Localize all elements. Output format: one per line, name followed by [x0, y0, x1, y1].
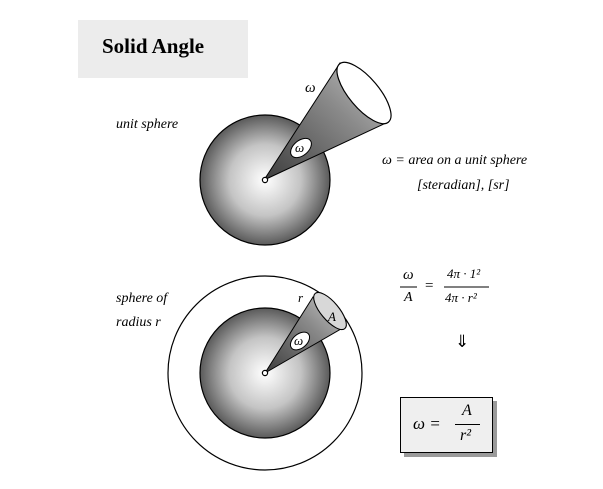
- page-title: Solid Angle: [102, 34, 205, 58]
- result-formula-box: [400, 397, 493, 453]
- label-radius-r: radius r: [116, 315, 161, 330]
- label-unit-sphere: unit sphere: [116, 117, 179, 132]
- omega-definition: ω = area on a unit sphere: [382, 153, 528, 168]
- ratio-equals: =: [425, 278, 434, 294]
- result-denominator: r²: [460, 427, 472, 444]
- cone-bottom-opening: [313, 291, 347, 331]
- ratio-rhs-numerator: 4π · 1²: [447, 266, 481, 281]
- omega-patch-label-top: ω: [295, 140, 305, 155]
- area-A-label: A: [328, 309, 336, 324]
- result-fraction-bar: [455, 424, 480, 426]
- units-label: [steradian], [sr]: [417, 178, 510, 193]
- result-numerator: A: [462, 402, 472, 419]
- r-label: r: [298, 290, 304, 305]
- ratio-lhs-numerator: ω: [403, 267, 414, 283]
- label-sphere-of: sphere of: [116, 291, 168, 306]
- omega-patch-label-bottom: ω: [294, 333, 304, 348]
- cone-top-opening: [336, 61, 392, 125]
- result-lhs: ω =: [413, 414, 441, 433]
- ratio-lhs-denominator: A: [404, 290, 413, 305]
- title-panel: [78, 20, 248, 78]
- sphere-center-top: [261, 176, 269, 184]
- omega-label-top: ω: [305, 80, 316, 96]
- sphere-center-bottom: [261, 369, 269, 377]
- omega-patch-top: [290, 137, 312, 159]
- implies-arrow: ⇓: [455, 332, 470, 351]
- omega-patch-bottom: [289, 331, 311, 351]
- ratio-rhs-denominator: 4π · r²: [445, 290, 477, 305]
